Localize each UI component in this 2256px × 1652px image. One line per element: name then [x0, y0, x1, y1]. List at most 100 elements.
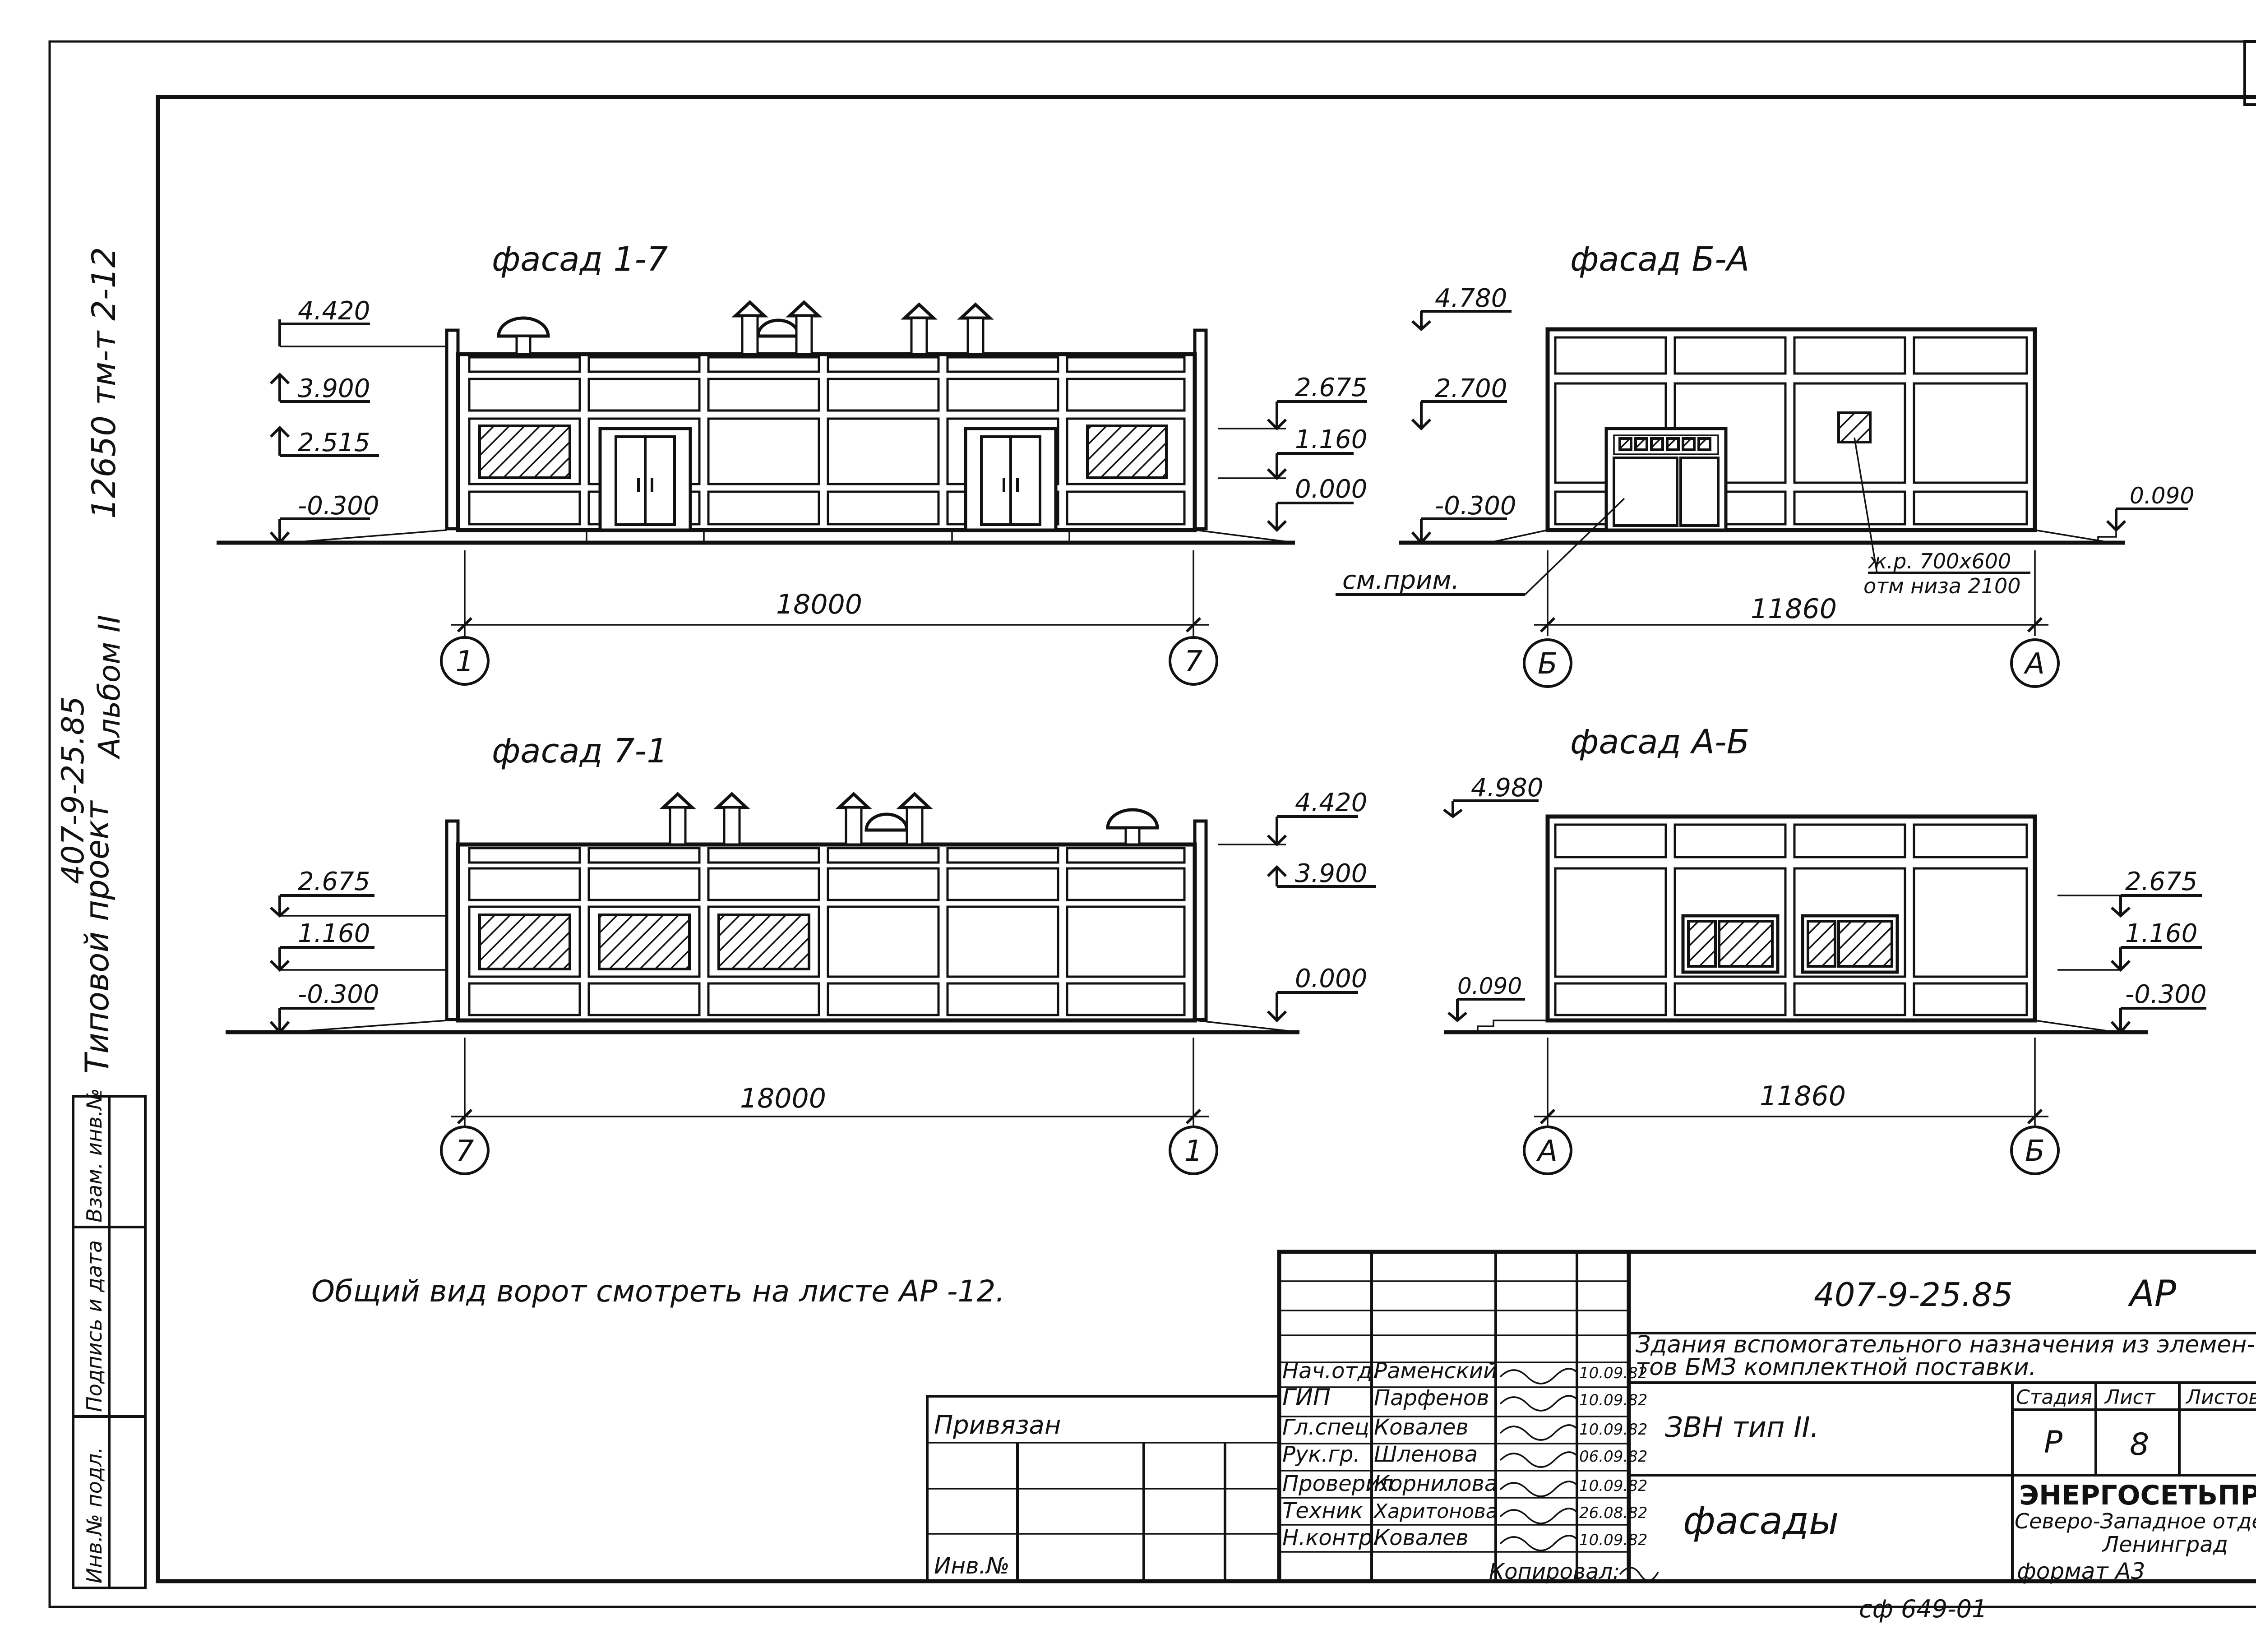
facade-1-7: фасад 1-7: [217, 240, 1367, 686]
role: Рук.гр.: [1282, 1442, 1360, 1467]
dimension-line: 11860: [1534, 1038, 2048, 1128]
role: Н.контр.: [1282, 1525, 1379, 1550]
level-label: -0.300: [2125, 980, 2207, 1009]
axis-marker: 1: [1169, 1126, 1218, 1175]
facade-a-b: фасад А-Б 4: [1443, 723, 2207, 1175]
upper-panels: [1554, 336, 2028, 375]
level-label: 4.980: [1471, 773, 1543, 803]
levels-left: 4.980 0.090: [1443, 773, 1548, 1033]
level-label: -0.300: [298, 491, 379, 521]
level-label: 1.160: [298, 919, 370, 948]
inventory-number: сф 649-01: [1859, 1595, 1987, 1623]
window: [478, 425, 571, 479]
description-line-2: тов БМЗ комплектной поставки.: [1636, 1354, 2036, 1381]
side-labels: 12650 тм-т 2-12 407-9-25.85 Альбом II Ти…: [55, 247, 147, 1589]
upper-panels: [1554, 823, 2028, 858]
axis-marker: 7: [1169, 636, 1218, 686]
facade-7-1: фасад 7-1: [226, 732, 1376, 1175]
axis-label: А: [1536, 1135, 1558, 1168]
copied-by: Копировал:: [1489, 1559, 1620, 1584]
album-code: 12650 тм-т 2-12: [85, 247, 123, 519]
level-label: 2.515: [298, 428, 370, 457]
signature-row: Рук.гр. Шленова 06.09.82: [1282, 1442, 1647, 1468]
tie-in-inv: Инв.№: [934, 1553, 1009, 1579]
dimension-value: 18000: [776, 589, 862, 620]
level-label: 0.090: [1457, 973, 1522, 999]
building-outline: [1545, 814, 2037, 1023]
level-label: 2.700: [1435, 374, 1507, 403]
signature-row: Нач.отд. Раменский 10.09.82: [1282, 1358, 1647, 1384]
axis-label: А: [2023, 647, 2045, 681]
level-label: 2.675: [1295, 373, 1367, 402]
signature-mark: [1499, 1508, 1578, 1524]
stage-header: Стадия: [2016, 1386, 2092, 1409]
window: [478, 914, 571, 970]
note-grille-size: ж.р. 700x600: [1868, 549, 2011, 573]
date: 06.09.82: [1579, 1448, 1647, 1466]
signature-mark: [1499, 1535, 1578, 1551]
base-panels: [1554, 982, 2028, 1016]
parapet-panels: [468, 847, 1186, 864]
roof-fixtures: [659, 792, 1159, 846]
building-outline: [1545, 327, 2037, 532]
sheet-value: 8: [2130, 1427, 2149, 1463]
paper-format: формат А3: [2017, 1558, 2145, 1584]
levels-right: 2.675 1.160 -0.300: [2057, 867, 2207, 1034]
date: 10.09.82: [1579, 1531, 1647, 1549]
copied-signature-mark: [1619, 1567, 1659, 1582]
tie-in-label: Привязан: [934, 1411, 1061, 1440]
stamp-signature-date: Подпись и дата: [82, 1240, 106, 1412]
sheets-header: Листов: [2185, 1386, 2256, 1409]
upper-panels: [468, 378, 1186, 412]
city: Ленинград: [2102, 1532, 2228, 1557]
name: Корнилова: [1374, 1471, 1498, 1496]
role: Гл.спец.: [1282, 1415, 1376, 1440]
branch: Северо-Западное отделение: [2015, 1509, 2256, 1533]
role: ГИП: [1282, 1384, 1331, 1411]
role: Нач.отд.: [1282, 1358, 1379, 1384]
name: Парфенов: [1374, 1385, 1489, 1411]
axis-marker: 7: [440, 1126, 490, 1175]
signature-row: Гл.спец. Ковалев 10.09.82: [1282, 1415, 1647, 1441]
level-label: 1.160: [1295, 425, 1367, 454]
level-label: 0.090: [2130, 483, 2194, 509]
axis-marker: Б: [1523, 638, 1572, 688]
signature-mark: [1499, 1451, 1578, 1468]
album-label: Альбом II: [92, 615, 127, 760]
axis-marker: 1: [440, 636, 490, 686]
parapet-panels: [468, 356, 1186, 373]
title-block: Нач.отд. Раменский 10.09.82 ГИП Парфенов…: [1277, 1250, 2256, 1583]
facade-title: фасад 1-7: [492, 240, 668, 279]
roof-fixtures: [497, 300, 994, 355]
axis-label: 7: [456, 1135, 474, 1168]
signature-mark: [1499, 1481, 1578, 1497]
level-label: -0.300: [1435, 491, 1516, 521]
upper-panels: [468, 867, 1186, 901]
level-label: 0.000: [1295, 475, 1367, 504]
level-label: 3.900: [1295, 859, 1367, 888]
level-label: 4.420: [298, 296, 370, 326]
organization: ЭНЕРГОСЕТЬПРОЕКТ: [2019, 1480, 2256, 1511]
building-outline: [456, 352, 1197, 532]
window: [598, 914, 691, 970]
signature-mark: [1499, 1368, 1578, 1384]
date: 10.09.82: [1579, 1421, 1647, 1439]
building-outline: [456, 842, 1197, 1023]
signature-mark: [1499, 1424, 1578, 1441]
level-label: 2.675: [298, 867, 370, 896]
name: Ковалев: [1374, 1415, 1469, 1440]
sheet-number-box: [2243, 40, 2256, 106]
main-panels: [468, 905, 1186, 978]
document-code: 407-9-25.85: [1814, 1276, 2013, 1314]
axis-marker: А: [2010, 638, 2060, 688]
axis-label: Б: [2025, 1135, 2045, 1168]
level-label: 4.420: [1295, 788, 1367, 817]
axis-label: 7: [1184, 645, 1203, 678]
sheet-title: фасады: [1683, 1499, 1839, 1543]
window: [717, 914, 810, 970]
project-type: Типовой проект: [78, 800, 116, 1074]
axis-marker: Б: [2010, 1126, 2060, 1175]
facade-title: фасад Б-А: [1570, 240, 1749, 279]
main-panels: [468, 417, 1186, 485]
dimension-value: 11860: [1760, 1080, 1846, 1112]
